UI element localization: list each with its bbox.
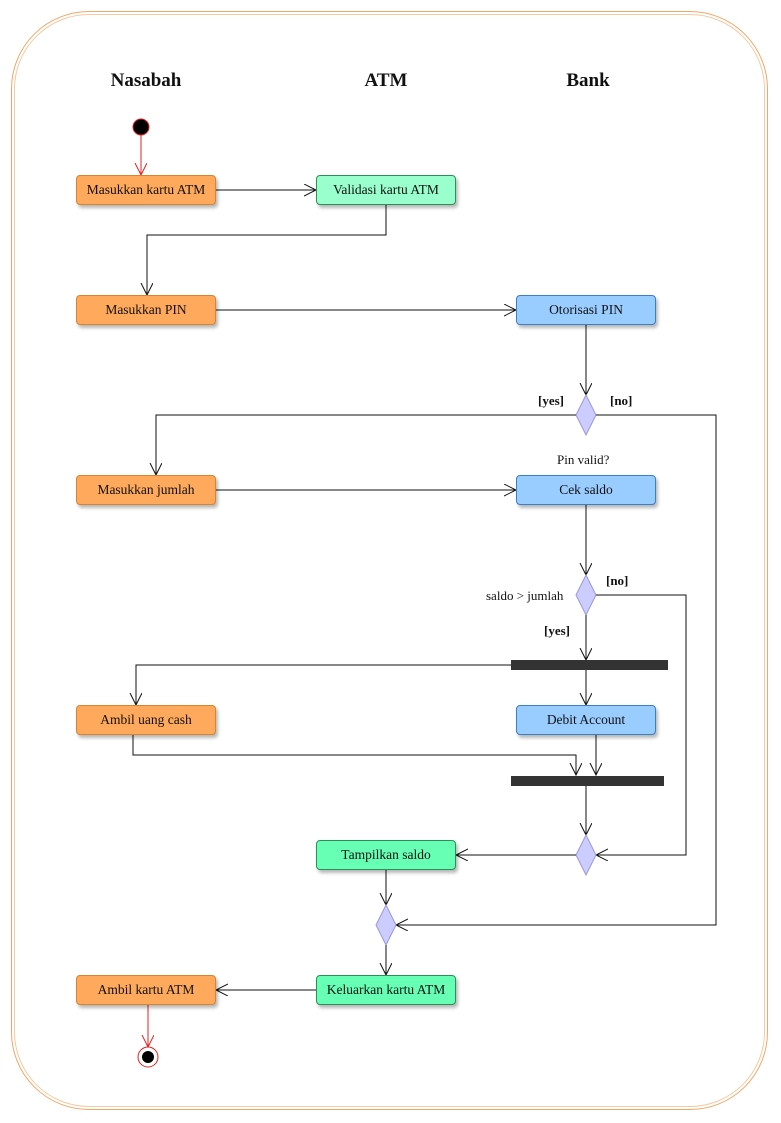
diagram-frame-inner [14, 14, 765, 1107]
diagram-frame [11, 11, 768, 1110]
edge-pin-no [396, 414, 717, 925]
end-node-core [142, 1051, 154, 1063]
action-masukkan-jumlah: Masukkan jumlah [76, 475, 216, 505]
join-bar [511, 776, 664, 786]
action-ambil-kartu: Ambil kartu ATM [76, 975, 216, 1005]
lane-bank: Bank [566, 70, 610, 91]
decision-merge-final [375, 903, 397, 947]
guard-saldo-no: [no] [606, 573, 629, 588]
action-ambil-uang: Ambil uang cash [76, 705, 216, 735]
edge-ambil-join [132, 735, 576, 775]
start-node [132, 118, 150, 136]
guard-pin-valid: Pin valid? [557, 452, 610, 467]
action-debit-account: Debit Account [516, 705, 656, 735]
guard-pin-no: [no] [610, 393, 633, 408]
edge-validasi-pin [147, 205, 387, 295]
decision-saldo [575, 573, 597, 617]
guard-saldo-yes: [yes] [544, 623, 570, 638]
decision-merge-saldo [575, 833, 597, 877]
guard-saldo-cond: saldo > jumlah [486, 588, 564, 603]
action-keluarkan-kartu: Keluarkan kartu ATM [316, 975, 456, 1005]
edge-pin-yes [156, 414, 576, 475]
action-validasi-kartu: Validasi kartu ATM [316, 175, 456, 205]
lane-nasabah: Nasabah [110, 70, 182, 91]
edge-saldo-no [596, 594, 687, 855]
lane-atm: ATM [364, 70, 408, 91]
fork-bar [511, 660, 668, 670]
edge-fork-ambil [136, 664, 511, 705]
action-masukkan-pin: Masukkan PIN [76, 295, 216, 325]
decision-pin [575, 393, 597, 437]
action-otorisasi-pin: Otorisasi PIN [516, 295, 656, 325]
action-masukkan-kartu: Masukkan kartu ATM [76, 175, 216, 205]
guard-pin-yes: [yes] [538, 393, 564, 408]
action-tampilkan-saldo: Tampilkan saldo [316, 840, 456, 870]
action-cek-saldo: Cek saldo [516, 475, 656, 505]
